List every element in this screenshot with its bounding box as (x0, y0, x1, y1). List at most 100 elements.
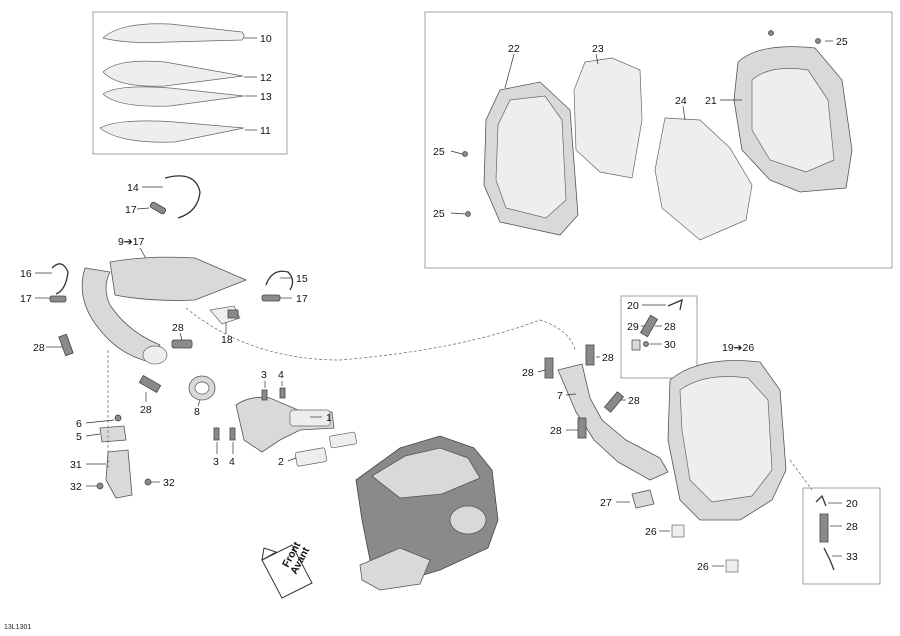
callout-8: 8 (194, 406, 200, 418)
muffler-9 (81, 256, 248, 365)
callout-28-right-c: 28 (628, 395, 640, 407)
callout-2: 2 (278, 456, 284, 468)
callout-20-upper: 20 (627, 300, 639, 312)
callout-5: 5 (76, 431, 82, 443)
spring-28-b (171, 339, 193, 349)
callout-25-left: 25 (433, 146, 445, 158)
foam-pad-24 (654, 117, 753, 241)
callout-10: 10 (260, 33, 272, 45)
clamp-15 (265, 270, 294, 291)
spring-kit-frame (620, 295, 698, 379)
spring-28-c (138, 374, 162, 394)
gasket-2 (294, 431, 357, 467)
hook-20-lower (815, 494, 827, 507)
callout-22: 22 (508, 43, 520, 55)
airbox-group-frame (424, 11, 893, 269)
sensor-27 (631, 489, 655, 509)
screw-25-bottom (465, 211, 471, 217)
spring-29 (639, 314, 659, 338)
figure-code: 13L1301 (4, 624, 32, 631)
callout-28-b: 28 (172, 322, 184, 334)
airbox-21 (733, 46, 853, 193)
callout-24: 24 (675, 95, 687, 107)
bracket-5 (99, 425, 127, 443)
exhaust-manifold-1 (235, 396, 335, 453)
callout-11: 11 (260, 125, 271, 137)
callout-21: 21 (705, 95, 717, 107)
callout-31: 31 (70, 459, 82, 471)
callout-18: 18 (221, 334, 233, 346)
callout-25-bottom: 25 (433, 208, 445, 220)
nut-32-left (96, 482, 104, 490)
nut-32-right (144, 478, 152, 486)
callout-28-a: 28 (33, 342, 45, 354)
callout-4-lower: 4 (229, 456, 235, 468)
front-arrow: Front Avant (261, 540, 313, 599)
callout-17-upper: 17 (125, 204, 137, 216)
callout-1: 1 (326, 412, 332, 424)
heat-shield-11 (99, 120, 245, 143)
heat-shield-13 (102, 86, 245, 107)
callout-32-right: 32 (163, 477, 175, 489)
support-31 (105, 449, 133, 499)
gasket-ring-8 (188, 375, 216, 401)
callout-28-kit: 28 (664, 321, 676, 333)
heat-shield-12 (102, 60, 244, 87)
callout-26-b: 26 (697, 561, 709, 573)
screw-25-left (462, 151, 468, 157)
callout-17-left: 17 (20, 293, 32, 305)
callout-29: 29 (627, 321, 639, 333)
spring-28-a (58, 333, 74, 357)
screw-21-top (768, 30, 774, 36)
callout-14: 14 (127, 182, 139, 194)
callout-20-lower: 20 (846, 498, 858, 510)
callout-19-26: 19➔26 (722, 342, 754, 354)
callout-28-right-b: 28 (602, 352, 614, 364)
clamp-14 (164, 175, 201, 219)
heat-shield-group-frame (92, 11, 288, 155)
callout-25-top: 25 (836, 36, 848, 48)
callout-9-17: 9➔17 (118, 236, 144, 248)
callout-30: 30 (664, 339, 676, 351)
callout-13: 13 (260, 91, 272, 103)
screw-25-top (815, 38, 821, 44)
spring-17-left (49, 295, 67, 303)
tailpipe-7 (557, 363, 669, 481)
callout-26-a: 26 (645, 526, 657, 538)
callout-3-upper: 3 (261, 369, 267, 381)
silencer-box-19 (667, 360, 787, 521)
clip-30 (631, 339, 649, 351)
screws-3-4-upper (261, 387, 286, 401)
callout-28-c: 28 (140, 404, 152, 416)
callout-28-right-a: 28 (522, 367, 534, 379)
screws-3-4-lower (213, 427, 236, 441)
hook-33 (823, 547, 835, 571)
callout-16: 16 (20, 268, 32, 280)
springs-28-right (544, 344, 625, 439)
callout-23: 23 (592, 43, 604, 55)
callout-15: 15 (296, 273, 308, 285)
spring-17-upper (149, 201, 167, 215)
hook-20-upper (667, 298, 683, 311)
bumper-26-b (725, 559, 739, 573)
spring-17-right (261, 294, 281, 302)
callout-17-right: 17 (296, 293, 308, 305)
airbox-cover-22 (483, 81, 579, 236)
engine-block (355, 435, 499, 591)
bumper-26-a (671, 524, 685, 538)
callout-12: 12 (260, 72, 272, 84)
callout-7: 7 (557, 390, 563, 402)
heat-shield-10 (102, 23, 245, 43)
sensor-18 (209, 305, 241, 325)
spring-28-lower (819, 513, 829, 543)
callout-28-right-d: 28 (550, 425, 562, 437)
washer-6 (114, 414, 122, 422)
callout-33: 33 (846, 551, 858, 563)
callout-4-upper: 4 (278, 369, 284, 381)
callout-3-lower: 3 (213, 456, 219, 468)
callout-6: 6 (76, 418, 82, 430)
clamp-16 (51, 263, 69, 295)
spring-kit-frame-lower (802, 487, 881, 585)
foam-pad-23 (573, 57, 643, 179)
